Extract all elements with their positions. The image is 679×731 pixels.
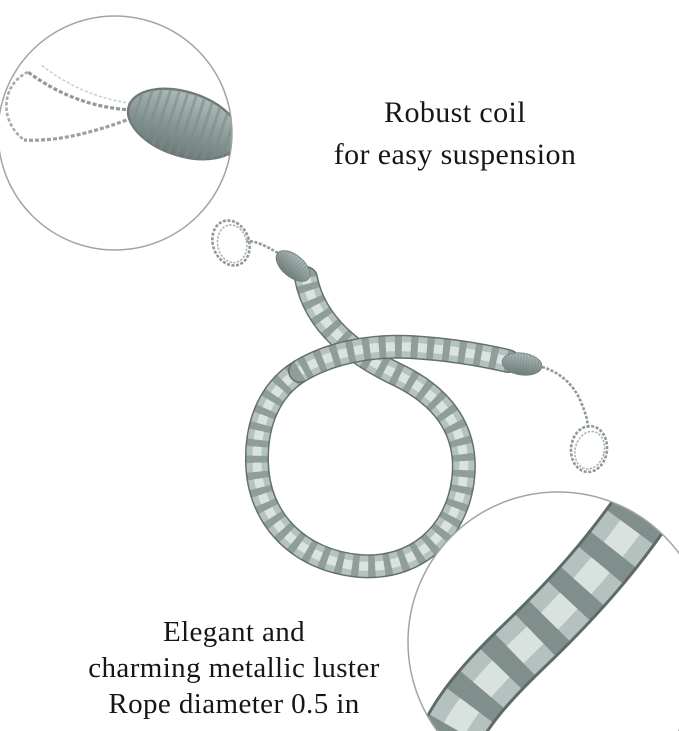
rope-texture-callout	[407, 491, 679, 731]
top-cord	[246, 239, 279, 255]
right-cord-loop	[567, 422, 611, 476]
right-cord	[541, 365, 590, 430]
caption-bottom-line1: Elegant and	[162, 616, 306, 648]
caption-top-line2: for easy suspension	[333, 138, 577, 171]
coil-detail-callout	[0, 15, 233, 251]
rope	[204, 213, 611, 579]
rope-crossing-strand	[288, 334, 520, 383]
top-cord-loop	[204, 213, 258, 273]
rope-loop-strand	[244, 266, 476, 579]
caption-robust-coil: Robust coil for easy suspension	[270, 92, 640, 176]
caption-bottom-line2: charming metallic luster	[88, 652, 380, 684]
caption-bottom-line3: Rope diameter 0.5 in	[108, 688, 360, 720]
caption-metallic-luster: Elegant and charming metallic luster Rop…	[18, 614, 450, 722]
caption-top-line1: Robust coil	[384, 96, 526, 129]
